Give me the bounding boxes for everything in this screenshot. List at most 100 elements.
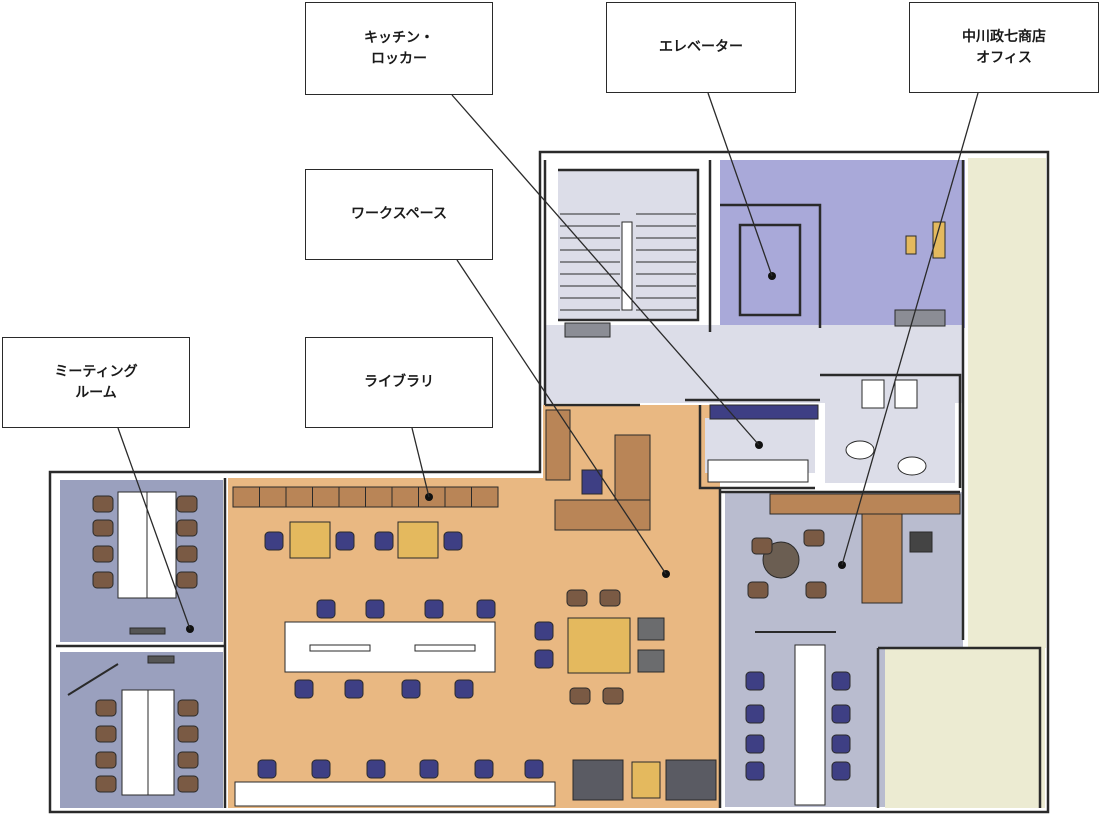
wall-5 xyxy=(738,223,802,317)
chair xyxy=(602,687,624,705)
square-table xyxy=(567,617,631,674)
chair xyxy=(831,704,851,724)
chair xyxy=(177,751,199,769)
chair xyxy=(365,599,385,619)
leader-line-0 xyxy=(451,94,760,446)
chair xyxy=(476,599,496,619)
small-table-a xyxy=(289,521,331,559)
chair xyxy=(745,761,765,781)
chair xyxy=(344,679,364,699)
library-shelf xyxy=(391,486,419,508)
chair xyxy=(311,759,331,779)
locker-row xyxy=(709,404,819,420)
chair xyxy=(294,679,314,699)
office-long-table xyxy=(794,644,826,806)
sofa-b xyxy=(665,759,717,801)
office-chair xyxy=(909,531,933,553)
wall-4 xyxy=(720,203,822,328)
shelf-l-horizontal xyxy=(554,499,651,531)
label-meeting-room: ミーティング ルーム xyxy=(2,337,190,428)
chair xyxy=(745,704,765,724)
small-table-b xyxy=(397,521,439,559)
wall-panel-b xyxy=(932,221,946,259)
toilet-b xyxy=(897,456,927,476)
chair xyxy=(569,687,591,705)
chair xyxy=(831,734,851,754)
chair xyxy=(176,545,198,563)
chair xyxy=(176,495,198,513)
chair xyxy=(424,599,444,619)
side-table xyxy=(631,761,661,799)
terrace-upper xyxy=(968,158,1046,648)
label-kitchen-locker: キッチン・ ロッカー xyxy=(305,2,493,95)
chair xyxy=(401,679,421,699)
chair xyxy=(566,589,588,607)
chair xyxy=(805,581,827,599)
chair xyxy=(95,775,117,793)
chair xyxy=(176,519,198,537)
chair xyxy=(419,759,439,779)
chair xyxy=(177,775,199,793)
elevator-hall-floor xyxy=(720,160,965,328)
wall-panel-a xyxy=(905,235,917,255)
library-shelf xyxy=(312,486,340,508)
toilet-a xyxy=(845,440,875,460)
chair xyxy=(92,495,114,513)
chair xyxy=(92,571,114,589)
kitchen-counter xyxy=(707,459,809,483)
office-desk-top xyxy=(769,493,961,515)
tv-b xyxy=(147,655,175,664)
wall-2 xyxy=(558,168,700,322)
chair xyxy=(95,699,117,717)
chair xyxy=(474,759,494,779)
leader-line-3 xyxy=(456,259,667,575)
label-elevator: エレベーター xyxy=(606,2,796,93)
office-desk-vertical xyxy=(861,497,903,604)
chair xyxy=(751,537,773,555)
shelf-vertical xyxy=(545,409,571,481)
chair xyxy=(335,531,355,551)
chair xyxy=(95,725,117,743)
library-shelf xyxy=(232,486,260,508)
chair xyxy=(176,571,198,589)
chair xyxy=(454,679,474,699)
elevator-cabinet xyxy=(894,309,946,327)
chair xyxy=(443,531,463,551)
leader-line-4 xyxy=(117,427,191,630)
long-table-inset-a xyxy=(309,644,371,652)
sofa-a xyxy=(572,759,624,801)
restroom-floor xyxy=(825,375,955,483)
chair xyxy=(803,529,825,547)
label-workspace: ワークスペース xyxy=(305,169,493,260)
whiteboard-stand xyxy=(67,663,119,696)
chair xyxy=(534,621,554,641)
leader-line-1 xyxy=(707,92,773,277)
chair xyxy=(374,531,394,551)
wall-0 xyxy=(48,150,1050,814)
long-table-inset-b xyxy=(414,644,476,652)
label-office: 中川政七商店 オフィス xyxy=(909,2,1099,93)
chair xyxy=(599,589,621,607)
zones xyxy=(60,158,1046,808)
chair xyxy=(92,545,114,563)
chair xyxy=(747,581,769,599)
chair xyxy=(745,734,765,754)
bottom-counter xyxy=(234,781,556,807)
wall-8 xyxy=(698,405,815,490)
furniture xyxy=(67,213,961,807)
chair xyxy=(316,599,336,619)
chair xyxy=(257,759,277,779)
stair-handrail xyxy=(621,221,633,311)
leader-lines xyxy=(117,92,979,630)
chair xyxy=(745,671,765,691)
chair xyxy=(177,725,199,743)
sink-a xyxy=(861,379,885,409)
sink-b xyxy=(894,379,918,409)
leader-line-5 xyxy=(411,427,430,498)
chair xyxy=(534,649,554,669)
walls xyxy=(48,150,1050,814)
chair xyxy=(524,759,544,779)
wall-14 xyxy=(878,646,1042,808)
library-shelf xyxy=(365,486,393,508)
